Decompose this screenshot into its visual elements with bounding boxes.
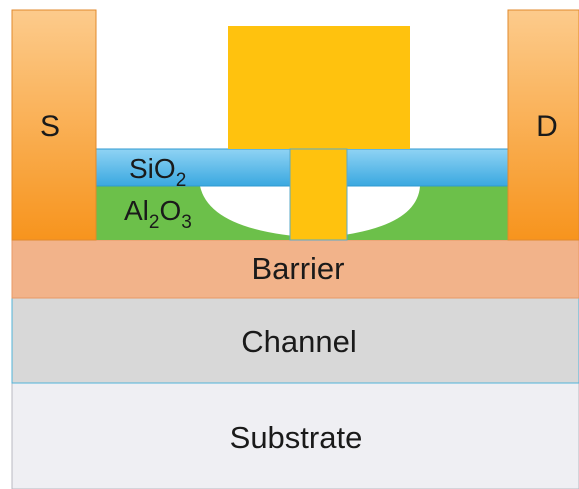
sio2-label: SiO2 <box>129 153 186 191</box>
al2o3-label: Al2O3 <box>124 195 192 233</box>
gate-stem <box>289 148 348 241</box>
source-label: S <box>40 110 60 143</box>
channel-layer <box>11 297 579 384</box>
sio2-label-base: SiO <box>129 153 176 184</box>
al2o3-label-sub2: 3 <box>181 212 192 233</box>
sio2-label-sub: 2 <box>176 170 187 191</box>
drain-electrode <box>507 9 579 241</box>
al2o3-label-al: Al <box>124 195 149 226</box>
al2o3-label-sub1: 2 <box>149 212 160 233</box>
channel-label: Channel <box>241 324 356 359</box>
drain-label: D <box>536 110 558 143</box>
gate-head <box>228 26 410 149</box>
substrate-label: Substrate <box>230 420 363 455</box>
source-electrode <box>11 9 97 241</box>
substrate-layer <box>11 382 579 489</box>
barrier-label: Barrier <box>251 251 344 286</box>
al2o3-label-o: O <box>159 195 181 226</box>
